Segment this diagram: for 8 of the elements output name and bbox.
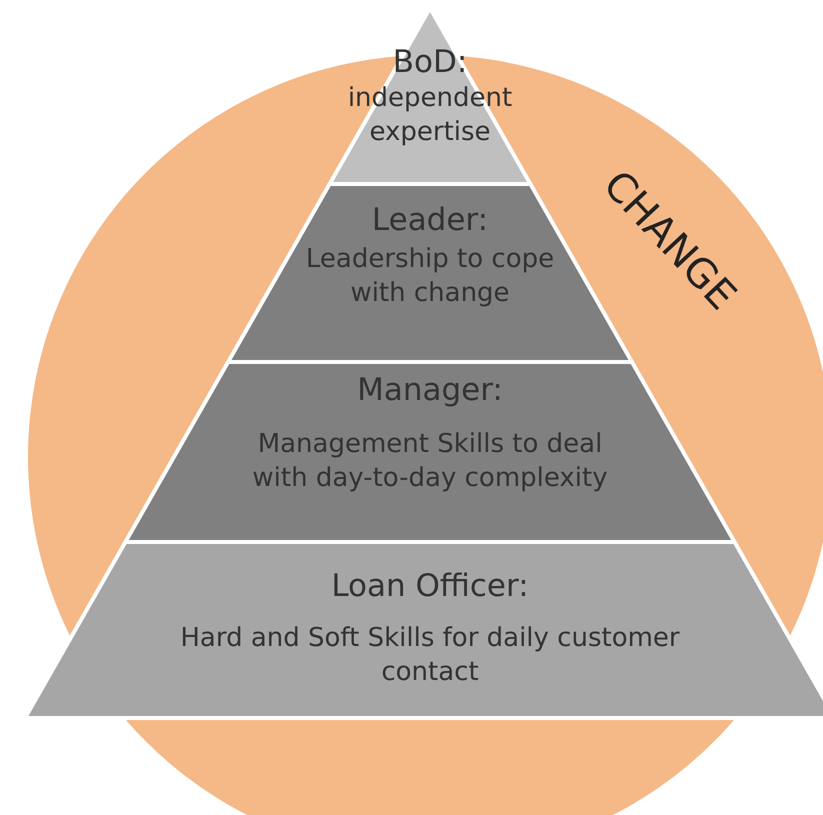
layer-description: Hard and Soft Skills for daily customer contact (180, 622, 680, 689)
layer-description: independent expertise (346, 82, 514, 149)
layer-title: Leader: (370, 201, 490, 240)
layer-title: Loan Officer: (330, 567, 530, 606)
layer-title: BoD: (392, 43, 468, 82)
layer-title: Manager: (356, 371, 504, 410)
layer-description: Leadership to cope with change (304, 243, 556, 310)
layer-description: Management Skills to deal with day-to-day complexity (251, 428, 609, 495)
